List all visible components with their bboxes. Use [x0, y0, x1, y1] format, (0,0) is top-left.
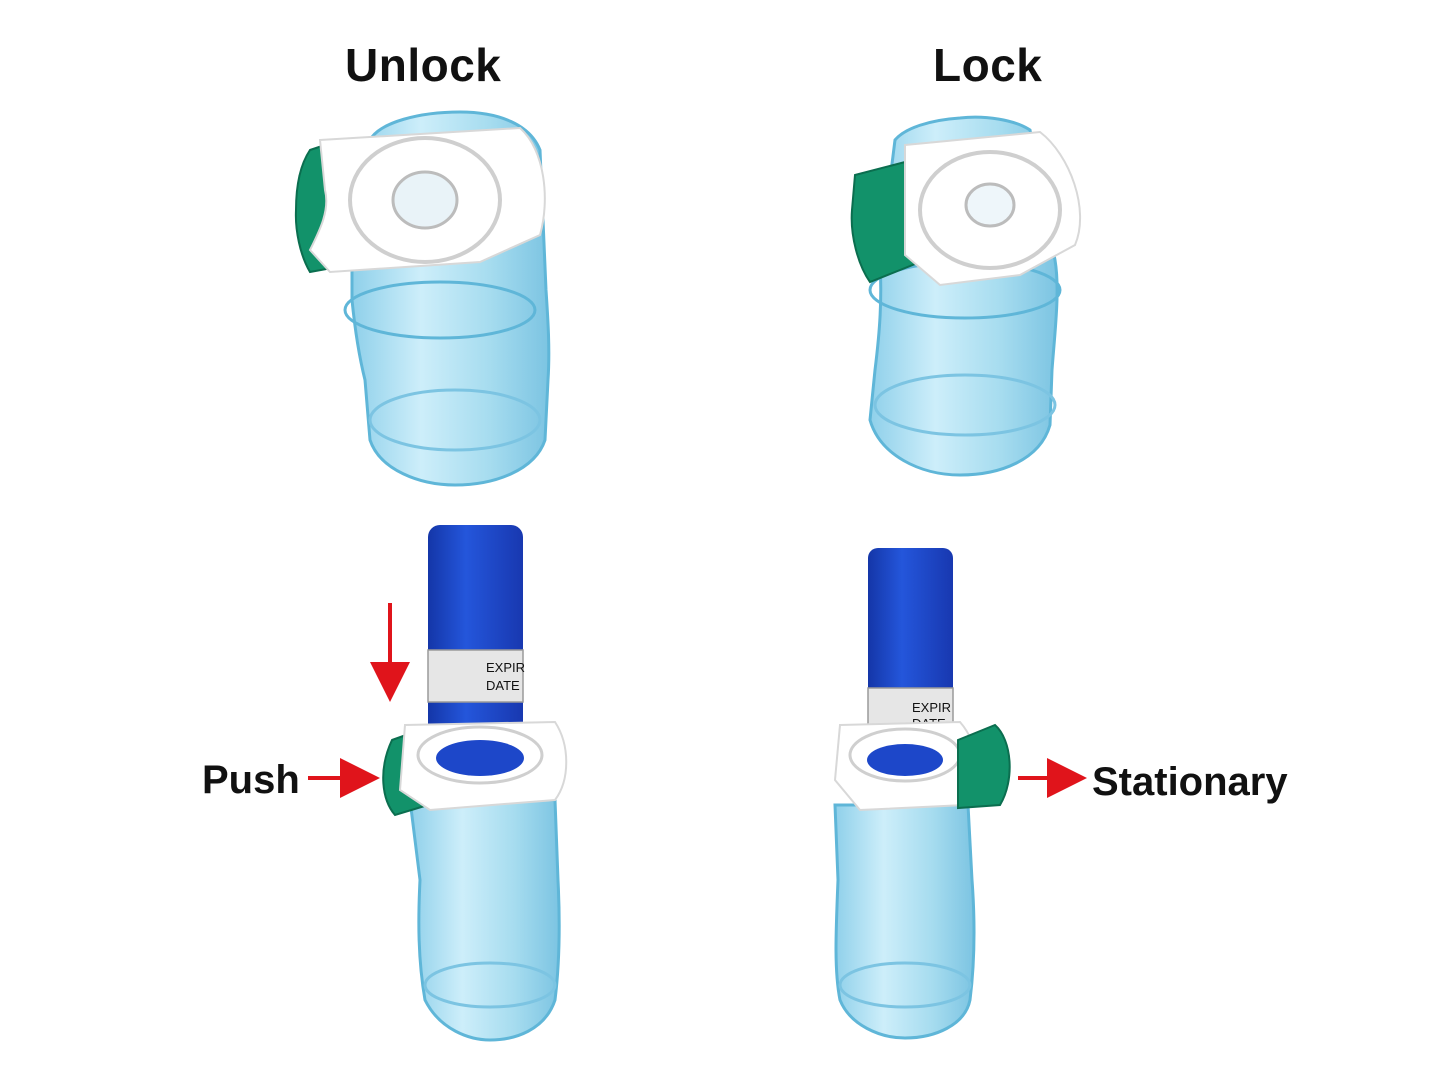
tube-label-line1: EXPIR	[912, 700, 951, 715]
lock-title: Lock	[933, 39, 1043, 91]
holder-base-ring	[873, 373, 1057, 437]
tube-label-line2: DATE	[486, 678, 520, 693]
holder-unlock-top	[294, 110, 551, 487]
unlock-title: Unlock	[345, 39, 502, 91]
blue-tube	[428, 525, 523, 770]
tube-bottom	[867, 744, 943, 776]
holder-body	[833, 803, 976, 1040]
holder-rim	[343, 280, 537, 340]
holder-push-bottom: EXPIR DATE	[382, 525, 568, 1042]
tube-bottom	[436, 740, 524, 776]
holder-base-ring	[368, 388, 542, 452]
clip-hole	[964, 182, 1016, 228]
stationary-label: Stationary	[1092, 760, 1288, 804]
holder-lock-top	[850, 115, 1082, 477]
holder-base-ring	[423, 961, 557, 1009]
holder-base-ring	[838, 961, 972, 1009]
tube-label-line1: EXPIR	[486, 660, 525, 675]
clip-hole	[391, 170, 459, 230]
holder-stationary-bottom: EXPIR DATE	[833, 548, 1011, 1040]
holder-body	[408, 798, 561, 1042]
push-label: Push	[202, 758, 300, 802]
green-button	[957, 723, 1011, 810]
tube-label	[427, 649, 524, 703]
